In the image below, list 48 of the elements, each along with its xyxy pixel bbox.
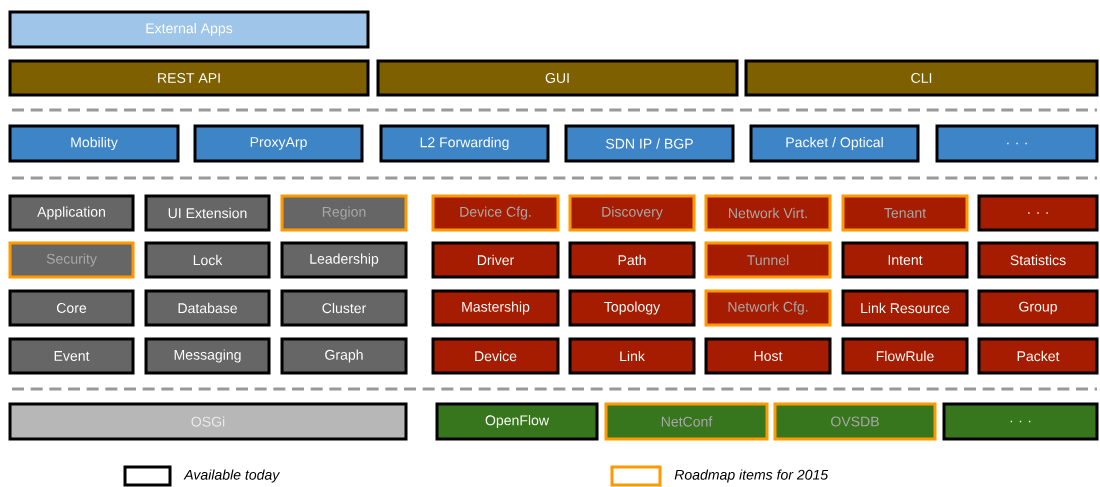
interface-box: GUI [376,59,739,97]
core-box: Leadership [280,241,408,279]
application-box: SDN IP / BGP [564,124,735,163]
interface-box: REST API [8,59,370,97]
provider-box: OpenFlow [435,402,599,441]
service-box: Group [977,289,1099,327]
service-box: Statistics [977,241,1099,279]
core-box: UI Extension [144,194,271,232]
application-box: L2 Forwarding [379,124,550,163]
service-box: Packet [977,337,1099,375]
service-box: Discovery [568,194,696,232]
service-box: Tunnel [704,241,832,279]
service-box: . . . [977,194,1099,232]
application-box: . . . [935,124,1099,163]
core-box: Security [8,241,135,279]
service-box: Link [568,337,696,375]
service-box: Device [431,337,560,375]
service-box: Driver [431,241,560,279]
service-box: Network Cfg. [704,289,832,327]
core-box: Application [8,194,135,232]
interface-box: CLI [744,59,1099,97]
service-box: Path [568,241,696,279]
service-box: FlowRule [841,337,969,375]
core-box: Cluster [280,289,408,327]
core-box: Lock [144,241,271,279]
legend-label: Roadmap items for 2015 [674,469,829,483]
service-box: Intent [841,241,969,279]
service-box: Host [704,337,832,375]
provider-box: OVSDB [773,402,937,441]
service-box: Network Virt. [704,194,832,232]
service-box: Tenant [841,194,969,232]
provider-box: NetConf [604,402,769,441]
application-box: Packet / Optical [749,124,920,163]
service-box: Link Resource [841,289,969,327]
provider-box: . . . [942,402,1099,441]
core-box: Event [8,337,135,375]
core-box: Region [280,194,408,232]
service-box: Device Cfg. [431,194,560,232]
application-box: Mobility [8,124,180,163]
core-box: Database [144,289,271,327]
legend-label: Available today [183,469,280,483]
core-box: Graph [280,337,408,375]
layer-box: External Apps [8,10,370,49]
core-box: Core [8,289,135,327]
core-box: Messaging [144,337,271,375]
service-box: Mastership [431,289,560,327]
application-box: ProxyArp [193,124,364,163]
service-box: Topology [568,289,696,327]
